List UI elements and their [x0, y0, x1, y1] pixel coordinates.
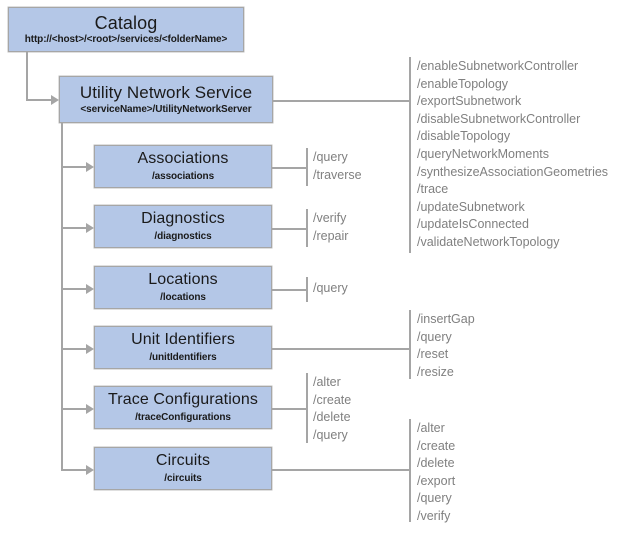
operation-item[interactable]: /reset [417, 347, 449, 362]
arrow-to-circuits [86, 465, 94, 475]
connector-trunk-to-circuits [61, 469, 87, 471]
connector-service-to-operations [273, 100, 410, 102]
operation-item[interactable]: /repair [313, 228, 349, 243]
connector-trunk-to-diagnostics [61, 227, 87, 229]
operation-item[interactable]: /verify [417, 508, 451, 523]
node-diagnostics[interactable]: Diagnostics /diagnostics [94, 205, 272, 248]
bracket-unit-identifiers-operations [409, 310, 411, 379]
arrow-to-associations [86, 162, 94, 172]
connector-trace-configurations-to-operations [272, 408, 307, 410]
node-associations-path: /associations [151, 170, 215, 182]
node-trace-configurations-path: /traceConfigurations [135, 411, 231, 423]
arrow-to-unit-identifiers [86, 344, 94, 354]
operation-item[interactable]: /export [417, 473, 456, 488]
arrow-to-diagnostics [86, 223, 94, 233]
node-catalog-title: Catalog [94, 12, 158, 33]
operation-item[interactable]: /create [313, 392, 352, 407]
node-locations-title: Locations [148, 271, 218, 289]
operation-item[interactable]: /delete [417, 456, 455, 471]
connector-diagnostics-to-operations [272, 228, 307, 230]
bracket-diagnostics-operations [306, 209, 308, 247]
connector-catalog-to-service [26, 99, 52, 101]
node-unit-identifiers-title: Unit Identifiers [131, 331, 235, 349]
node-utility-network-service-title: Utility Network Service [79, 82, 253, 102]
operation-item[interactable]: /verify [313, 211, 347, 225]
operation-item[interactable]: /query [313, 281, 348, 295]
node-associations-title: Associations [137, 150, 229, 168]
operation-item[interactable]: /enableSubnetworkController [417, 59, 579, 73]
operation-item[interactable]: /query [417, 329, 452, 344]
operation-item[interactable]: /insertGap [417, 312, 475, 326]
operation-item[interactable]: /resize [417, 364, 454, 379]
node-circuits-title: Circuits [155, 452, 211, 470]
bracket-locations-operations [306, 277, 308, 302]
node-unit-identifiers[interactable]: Unit Identifiers /unitIdentifiers [94, 326, 272, 369]
operation-item[interactable]: /synthesizeAssociationGeometries [417, 164, 609, 179]
node-locations-path: /locations [160, 291, 206, 303]
connector-associations-to-operations [272, 167, 307, 169]
bracket-trace-configurations-operations [306, 373, 308, 443]
connector-trunk-to-associations [61, 166, 87, 168]
node-diagnostics-title: Diagnostics [141, 210, 225, 228]
operations-unit-identifiers: /insertGap /query /reset /resize [417, 311, 475, 381]
operation-item[interactable]: /enableTopology [417, 76, 509, 91]
node-circuits-path: /circuits [164, 472, 202, 484]
connector-unit-identifiers-to-operations [272, 348, 410, 350]
node-unit-identifiers-path: /unitIdentifiers [149, 351, 217, 363]
connector-trunk-to-trace-configurations [61, 408, 87, 410]
operation-item[interactable]: /validateNetworkTopology [417, 234, 560, 249]
node-diagnostics-path: /diagnostics [154, 230, 212, 242]
arrow-to-trace-configurations [86, 404, 94, 414]
node-catalog-path: http://<host>/<root>/services/<folderNam… [24, 34, 228, 46]
connector-locations-to-operations [272, 289, 307, 291]
operation-item[interactable]: /query [417, 491, 452, 506]
operations-circuits: /alter /create /delete /export /query /v… [417, 420, 455, 526]
bracket-service-operations [409, 57, 411, 253]
node-catalog[interactable]: Catalog http://<host>/<root>/services/<f… [8, 7, 244, 52]
arrow-catalog-to-service [51, 95, 59, 105]
bracket-associations-operations [306, 148, 308, 186]
operation-item[interactable]: /create [417, 438, 456, 453]
connector-trunk-to-locations [61, 288, 87, 290]
operation-item[interactable]: /delete [313, 410, 351, 425]
node-associations[interactable]: Associations /associations [94, 145, 272, 188]
node-utility-network-service-path: <serviceName>/UtilityNetworkServer [80, 104, 252, 116]
operation-item[interactable]: /exportSubnetwork [417, 94, 522, 109]
arrow-to-locations [86, 284, 94, 294]
operations-trace-configurations: /alter /create /delete /query [313, 374, 351, 444]
node-circuits[interactable]: Circuits /circuits [94, 447, 272, 490]
connector-circuits-to-operations [272, 469, 410, 471]
node-trace-configurations-title: Trace Configurations [108, 391, 258, 409]
node-utility-network-service[interactable]: Utility Network Service <serviceName>/Ut… [59, 76, 273, 123]
connector-service-trunk [61, 123, 63, 470]
operations-associations: /query /traverse [313, 149, 362, 184]
operation-item[interactable]: /disableTopology [417, 129, 511, 144]
operation-item[interactable]: /updateSubnetwork [417, 199, 525, 214]
operations-utility-network-service: /enableSubnetworkController /enableTopol… [417, 58, 608, 252]
operation-item[interactable]: /trace [417, 182, 449, 197]
node-locations[interactable]: Locations /locations [94, 266, 272, 309]
operations-diagnostics: /verify /repair [313, 210, 348, 245]
operation-item[interactable]: /updateIsConnected [417, 217, 529, 232]
operations-locations: /query [313, 280, 348, 298]
operation-item[interactable]: /query [313, 150, 348, 164]
operation-item[interactable]: /alter [417, 421, 445, 435]
node-trace-configurations[interactable]: Trace Configurations /traceConfiguration… [94, 386, 272, 429]
bracket-circuits-operations [409, 419, 411, 522]
connector-catalog-trunk [26, 52, 28, 100]
operation-item[interactable]: /disableSubnetworkController [417, 111, 581, 126]
operation-item[interactable]: /traverse [313, 167, 362, 182]
connector-trunk-to-unit-identifiers [61, 348, 87, 350]
operation-item[interactable]: /alter [313, 375, 341, 389]
operation-item[interactable]: /queryNetworkMoments [417, 146, 549, 161]
operation-item[interactable]: /query [313, 427, 348, 442]
